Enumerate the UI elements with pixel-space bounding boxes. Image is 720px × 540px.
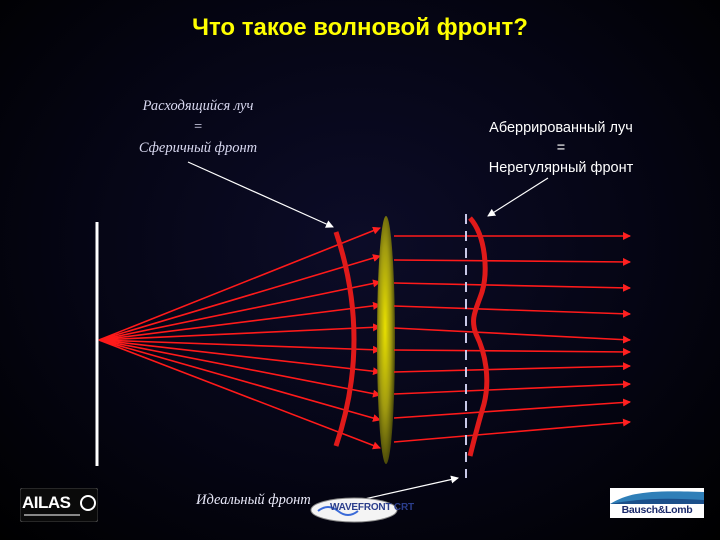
- aberrated-front-label: Аберрированный луч = Нерегулярный фронт: [446, 118, 676, 178]
- diverging-rays: [98, 226, 381, 450]
- parallel-ray: [393, 347, 631, 356]
- ailas-logo-text: AILAS: [22, 493, 71, 512]
- aberrated-label-line2: =: [556, 140, 566, 156]
- diverging-ray: [98, 323, 381, 341]
- diverging-ray: [98, 301, 381, 341]
- parallel-ray: [393, 362, 631, 373]
- parallel-rays: [393, 232, 631, 443]
- diverging-ray: [98, 339, 381, 398]
- ideal-front-label: Идеальный фронт: [196, 492, 311, 508]
- parallel-ray: [393, 305, 631, 318]
- diverging-ray: [98, 339, 381, 450]
- ailas-logo: [20, 488, 98, 522]
- diverging-ray: [98, 339, 381, 376]
- ideal-pointer-arrow: [359, 475, 459, 501]
- diverging-ray: [98, 279, 381, 341]
- diverging-ray: [98, 254, 381, 341]
- aberrated-label-line1: Аберрированный луч: [489, 120, 633, 136]
- bausch-lomb-logo-text: Bausch&Lomb: [621, 504, 693, 516]
- spherical-label-line1: Расходящийся луч: [142, 98, 254, 114]
- diverging-ray: [98, 339, 381, 354]
- irregular-wavefront: [467, 216, 490, 457]
- parallel-ray: [393, 257, 631, 266]
- slide-title: Что такое волновой фронт?: [192, 14, 528, 41]
- spherical-label-line3: Сферичный фронт: [138, 140, 258, 156]
- parallel-ray: [393, 398, 631, 419]
- wavefront-crt-logo: [310, 497, 398, 523]
- parallel-ray: [393, 418, 631, 443]
- spherical-front-label: Расходящийся луч = Сферичный фронт: [98, 96, 298, 159]
- spherical-pointer-arrow: [187, 161, 334, 228]
- diverging-ray: [98, 226, 381, 341]
- diverging-ray: [98, 339, 381, 422]
- parallel-ray: [393, 380, 631, 395]
- aberrated-label-line3: Нерегулярный фронт: [488, 160, 634, 176]
- parallel-ray: [393, 282, 631, 292]
- aberrated-pointer-arrow: [487, 177, 549, 217]
- parallel-ray: [393, 327, 631, 344]
- spherical-label-line2: =: [193, 119, 203, 135]
- converging-lens: [377, 216, 395, 464]
- bausch-lomb-logo: [610, 488, 704, 518]
- wavefront-crt-logo-text: WAVEFRONT CRT: [330, 502, 414, 513]
- spherical-wavefront: [333, 231, 357, 447]
